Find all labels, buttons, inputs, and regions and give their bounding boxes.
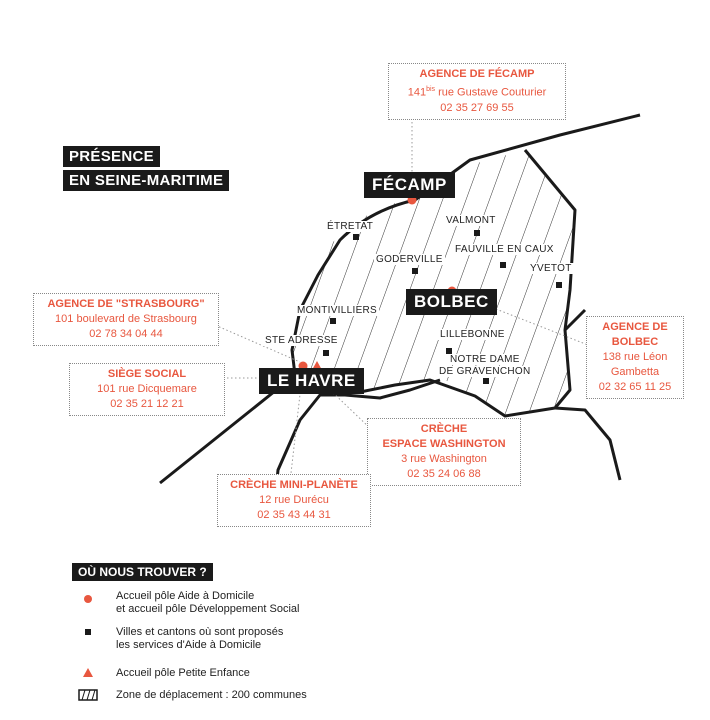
title-line-1: PRÉSENCE [63,146,160,167]
legend-item-childcare: Accueil pôle Petite Enfance [116,667,250,679]
siege-social-box: SIÈGE SOCIAL 101 rue Dicquemare 02 35 21… [69,363,225,416]
legend-title: OÙ NOUS TROUVER ? [72,563,213,581]
creche-miniplanete-title: CRÈCHE MINI-PLANÈTE [230,479,358,491]
city-bolbec: BOLBEC [406,289,497,315]
town-yvetot: YVETOT [528,263,574,274]
city-fecamp: FÉCAMP [364,172,455,198]
agency-fecamp-phone: 02 35 27 69 55 [440,101,514,114]
agency-bolbec-box: AGENCE DE BOLBEC 138 rue Léon Gambetta 0… [586,316,684,399]
town-markers [323,230,562,384]
agency-fecamp-address: 141bis rue Gustave Couturier [407,86,547,99]
agency-bolbec-address-1: 138 rue Léon [602,351,668,363]
creche-washington-phone: 02 35 24 06 88 [407,468,481,480]
agency-strasbourg-address: 101 boulevard de Strasbourg [55,313,197,325]
town-notredame-line1: NOTRE DAME [448,354,522,365]
siege-social-title: SIÈGE SOCIAL [107,368,187,380]
legend-item-town: Villes et cantons où sont proposés les s… [116,626,284,651]
agency-strasbourg-phone: 02 78 34 04 44 [89,328,163,340]
city-lehavre: LE HAVRE [259,368,364,394]
town-etretat: ÉTRETAT [325,221,376,232]
legend-item-zone: Zone de déplacement : 200 communes [116,689,307,701]
childcare-triangle-icon [312,361,322,370]
creche-miniplanete-box: CRÈCHE MINI-PLANÈTE 12 rue Durécu 02 35 … [217,474,371,527]
town-notredame-line2: DE GRAVENCHON [437,366,533,377]
agency-bolbec-phone: 02 32 65 11 25 [598,381,672,393]
siege-social-phone: 02 35 21 12 21 [110,398,184,410]
town-fauville: FAUVILLE EN CAUX [453,244,556,255]
agency-bolbec-address-2: Gambetta [610,366,660,378]
town-montivilliers: MONTIVILLIERS [295,305,380,316]
agency-fecamp-title: AGENCE DE FÉCAMP [419,68,535,80]
agency-fecamp-box: AGENCE DE FÉCAMP 141bis rue Gustave Cout… [388,63,566,120]
title-line-2: EN SEINE-MARITIME [63,170,230,191]
town-lillebonne: LILLEBONNE [438,329,507,340]
town-valmont: VALMONT [444,215,498,226]
zone-area [293,150,575,416]
town-goderville: GODERVILLE [374,254,445,265]
agency-bolbec-title-1: AGENCE DE [602,321,668,333]
creche-washington-box: CRÈCHE ESPACE WASHINGTON 3 rue Washingto… [367,418,521,486]
creche-miniplanete-phone: 02 35 43 44 31 [257,509,331,521]
creche-washington-address: 3 rue Washington [401,453,487,465]
agency-bolbec-title-2: BOLBEC [611,336,659,348]
town-steadresse: STE ADRESSE [263,335,340,346]
agency-strasbourg-title: AGENCE DE "STRASBOURG" [47,298,205,310]
legend-item-agency: Accueil pôle Aide à Domicile et accueil … [116,590,300,615]
agency-strasbourg-box: AGENCE DE "STRASBOURG" 101 boulevard de … [33,293,219,346]
creche-miniplanete-address: 12 rue Durécu [259,494,329,506]
creche-washington-title-1: CRÈCHE [420,423,468,435]
creche-washington-title-2: ESPACE WASHINGTON [382,438,506,450]
siege-social-address: 101 rue Dicquemare [97,383,197,395]
